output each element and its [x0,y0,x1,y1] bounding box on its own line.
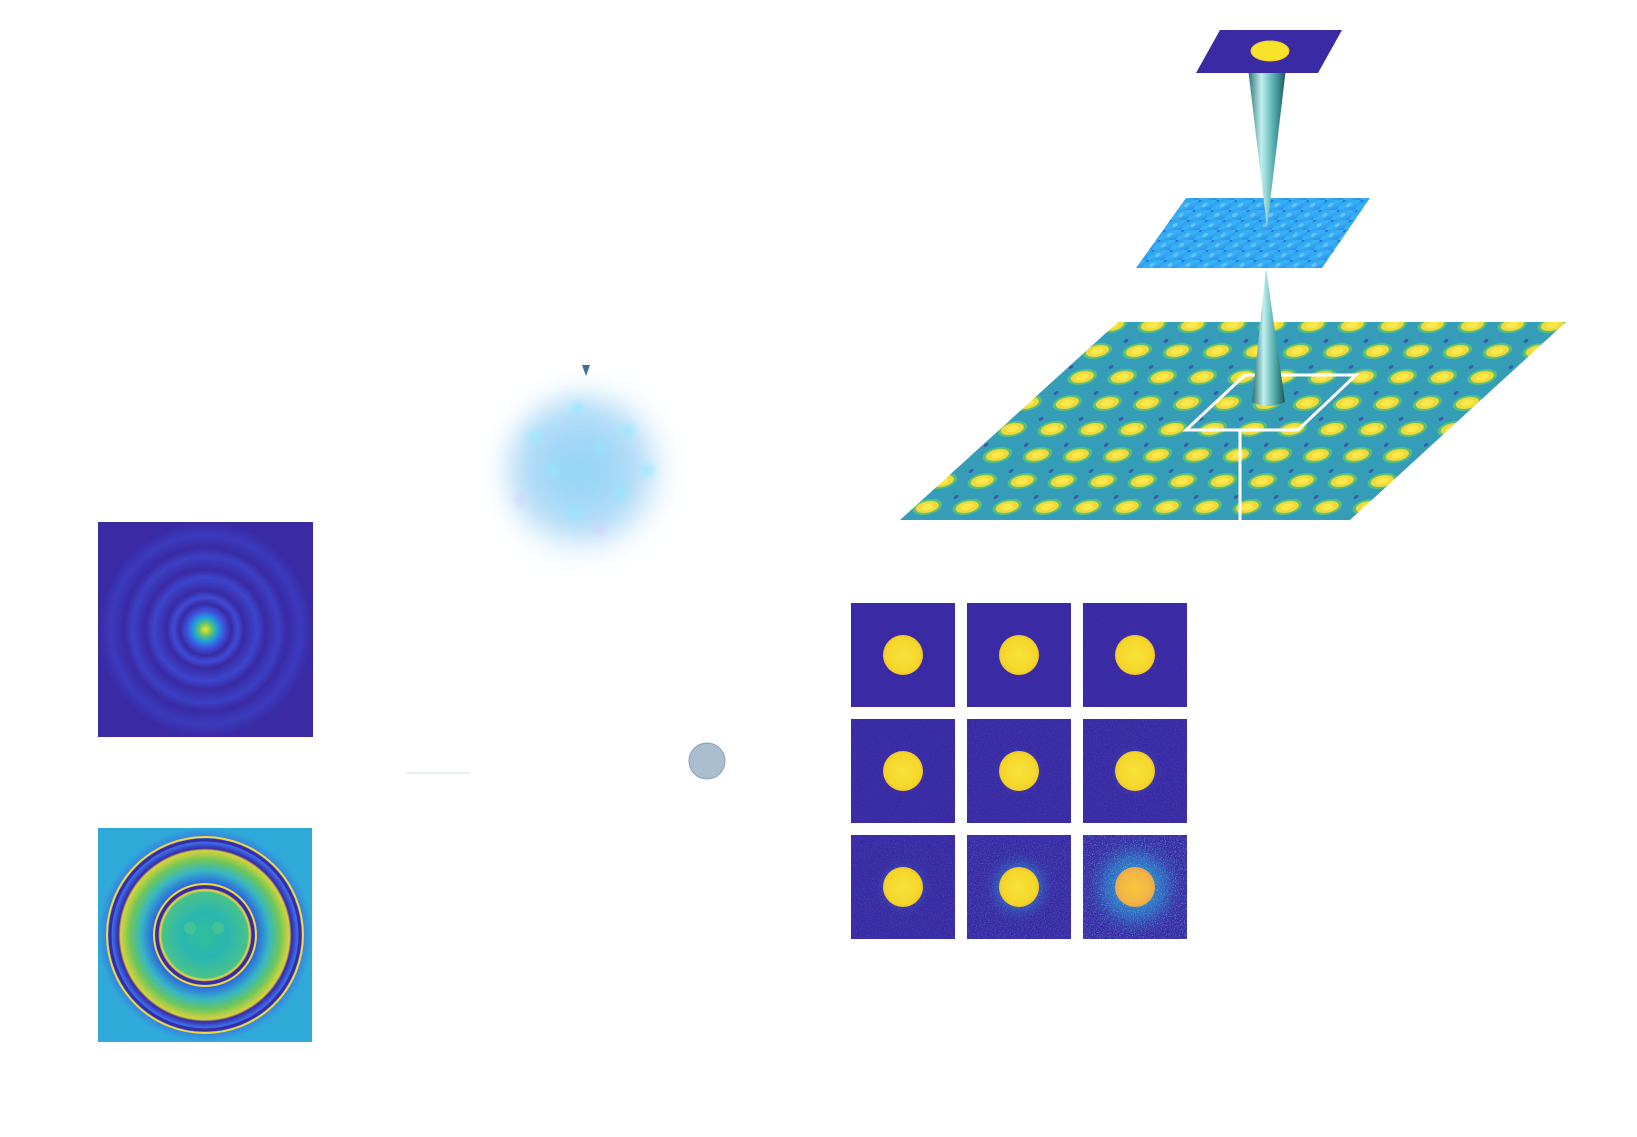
phase-ring-panel [98,828,312,1042]
diffraction-disk [883,751,923,791]
aperture-disk [1250,40,1290,62]
diffraction-disk [999,867,1039,907]
diffraction-tile [1083,719,1187,823]
diffraction-tile [851,719,955,823]
diffraction-tile [851,603,955,707]
diffraction-disk [999,751,1039,791]
diffraction-disk [883,635,923,675]
down-arrow-icon [582,365,590,376]
diffraction-tile [967,719,1071,823]
diffraction-disk [1115,751,1155,791]
specimen-plane [1136,198,1370,268]
blurred-crystal-sphere [498,365,682,570]
airy-intensity-panel [98,522,313,737]
diffraction-disk [1115,867,1155,907]
diffraction-tile [967,835,1071,939]
diffraction-tile [967,603,1071,707]
diffraction-disk [883,867,923,907]
diffraction-disk [1115,635,1155,675]
sample-probe-dot [688,742,726,780]
diffraction-disk-grid [851,603,1190,942]
upper-beam-cone [1248,68,1286,228]
diffraction-disk [999,635,1039,675]
crystal-lattice-plane [900,322,1566,520]
selection-box [1182,373,1360,432]
lower-beam-cone [1252,268,1285,406]
diffraction-stack-3d [900,30,1566,520]
diffraction-tile [1080,832,1190,942]
diffraction-tile [851,835,955,939]
diffraction-tile [1083,603,1187,707]
